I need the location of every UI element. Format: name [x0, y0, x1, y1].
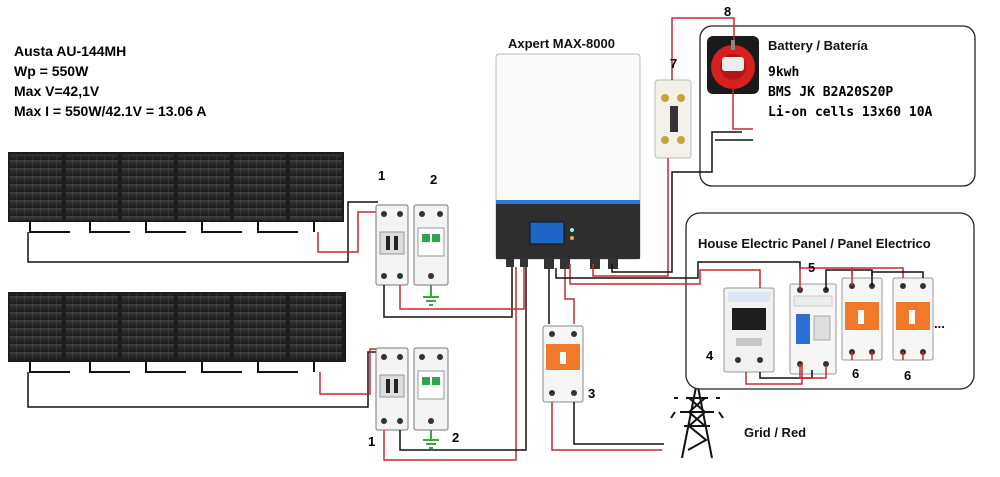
- inverter-display: [529, 221, 565, 245]
- label-rcd: 5: [808, 260, 815, 275]
- panel-model: Austa AU-144MH: [14, 43, 126, 59]
- label-breaker-bottom: 1: [368, 434, 375, 449]
- surge-protector-bottom: [413, 347, 449, 431]
- grid-breaker: [542, 325, 584, 403]
- energy-meter: [723, 287, 775, 373]
- pv-panel: [234, 294, 286, 360]
- battery-switch: [707, 36, 759, 94]
- label-circuit-b: 6: [904, 368, 911, 383]
- house-panel-title: House Electric Panel / Panel Electrico: [698, 236, 931, 251]
- pv-panel: [178, 154, 230, 220]
- label-meter: 4: [706, 348, 714, 363]
- dc-breaker-top: [375, 204, 409, 286]
- pv-panel: [122, 294, 174, 360]
- label-breaker-top: 1: [378, 168, 385, 183]
- battery-box: [699, 25, 976, 187]
- surge-protector-top: [413, 204, 449, 286]
- fuse-holder: [654, 79, 692, 159]
- label-circuit-a: 6: [852, 366, 859, 381]
- label-spd-bottom: 2: [452, 430, 459, 445]
- pv-array-bottom: [8, 292, 383, 408]
- panel-max-v: Max V=42,1V: [14, 83, 100, 99]
- battery-capacity: 9kwh: [768, 65, 799, 80]
- panel-wp: Wp = 550W: [14, 63, 89, 79]
- label-more: ...: [934, 316, 945, 331]
- label-spd-top: 2: [430, 172, 437, 187]
- label-fuse-holder: 7: [670, 56, 677, 71]
- ground-icon: [423, 430, 439, 449]
- rcd-breaker: [789, 283, 837, 375]
- grid-label: Grid / Red: [744, 425, 806, 440]
- inverter: [495, 53, 641, 269]
- panel-max-i: Max I = 550W/42.1V = 13.06 A: [14, 103, 207, 119]
- pv-array-top: [8, 152, 378, 263]
- inverter-name: Axpert MAX-8000: [508, 36, 615, 51]
- pv-panel: [178, 294, 230, 360]
- pv-panel: [66, 154, 118, 220]
- battery-title: Battery / Batería: [768, 38, 868, 53]
- dc-breaker-bottom: [375, 347, 409, 431]
- ground-icon: [423, 285, 439, 306]
- pv-panel: [66, 294, 118, 360]
- pv-panel: [290, 294, 342, 360]
- pv-panel: [290, 154, 342, 220]
- pv-panel: [10, 154, 62, 220]
- label-battery-switch: 8: [724, 4, 731, 19]
- circuit-breaker-b: [892, 277, 934, 361]
- battery-bms: BMS JK B2A20S20P: [768, 85, 893, 100]
- label-grid-breaker: 3: [588, 386, 595, 401]
- pv-panel: [234, 154, 286, 220]
- battery-cells: Li-on cells 13x60 10A: [768, 105, 933, 120]
- pv-panel: [10, 294, 62, 360]
- circuit-breaker-a: [841, 277, 883, 361]
- pv-panel: [122, 154, 174, 220]
- transmission-tower-icon: [670, 381, 724, 459]
